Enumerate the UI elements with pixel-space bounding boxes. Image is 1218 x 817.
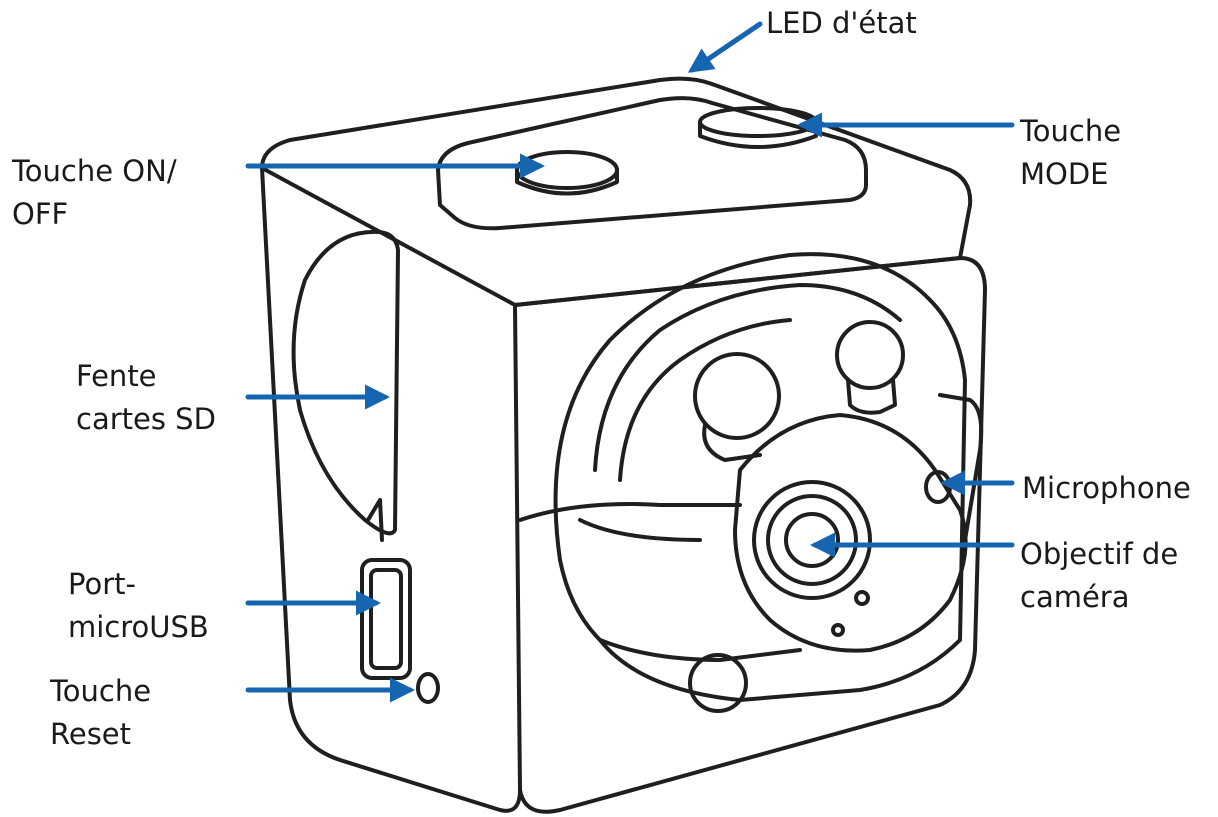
label-onoff: Touche ON/ OFF	[12, 154, 177, 231]
label-usb: Port- microUSB	[68, 567, 209, 644]
label-mode: Touche MODE	[1020, 114, 1122, 191]
front-ring	[553, 252, 967, 702]
button-panel	[436, 96, 868, 231]
label-led: LED d'état	[766, 6, 917, 40]
label-lens: Objectif de caméra	[1020, 537, 1179, 614]
camera-lens-outer	[752, 480, 872, 600]
power-button	[515, 150, 619, 190]
cube-top-face	[260, 76, 973, 307]
sd-slot	[291, 229, 400, 536]
reset-hole	[416, 672, 440, 704]
led-arrow	[687, 21, 763, 73]
cube-left-face	[260, 166, 522, 813]
usb-port	[360, 558, 412, 680]
label-mic: Microphone	[1022, 471, 1191, 505]
lens-housing	[733, 413, 968, 653]
mode-button	[698, 106, 818, 138]
label-sd: Fente cartes SD	[76, 359, 216, 436]
label-reset: Touche Reset	[50, 674, 152, 751]
cube-front-face	[513, 256, 987, 814]
camera-lens-inner	[784, 512, 840, 568]
